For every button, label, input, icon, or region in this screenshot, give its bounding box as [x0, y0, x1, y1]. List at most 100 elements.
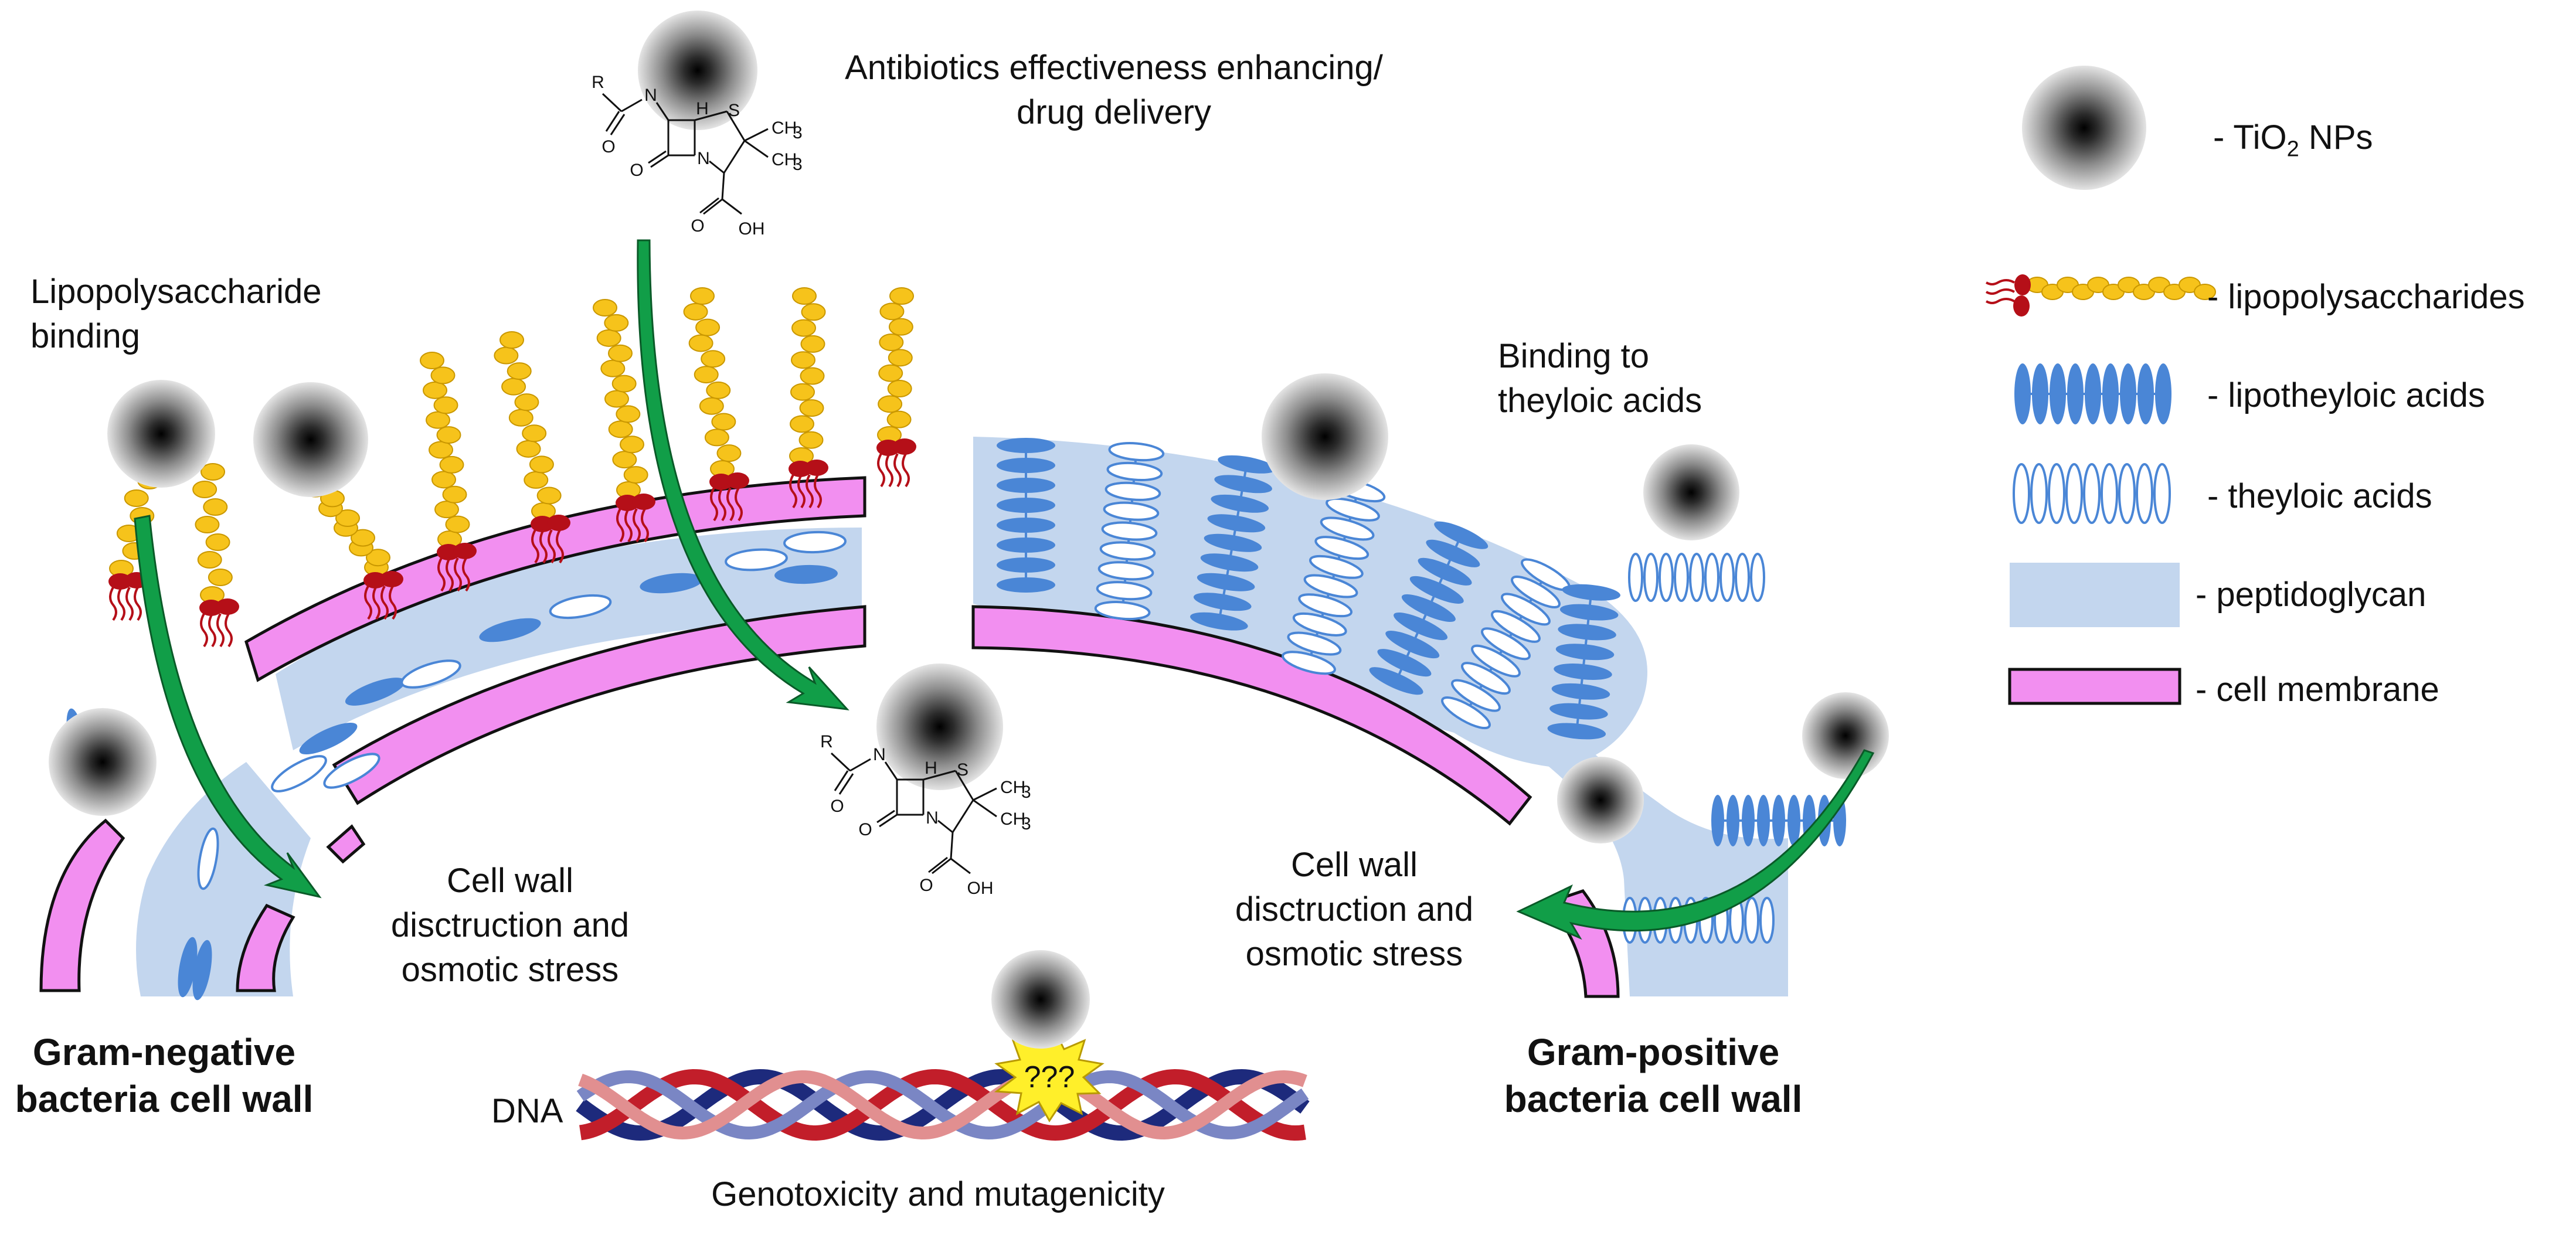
bond [744, 128, 769, 142]
lps-sugar-bead [351, 529, 375, 547]
lps-sugar-bead [791, 351, 815, 369]
atom-s: S [728, 101, 740, 120]
action-arrows [134, 239, 1875, 940]
lps-lipid-tail [437, 557, 446, 592]
label-cellwall-left-line1: Cell wall [447, 862, 573, 900]
lipoteichoic-bead [1558, 624, 1616, 641]
lipoteichoic-bead [2067, 363, 2084, 424]
lipoteichoic-bead [1385, 631, 1440, 659]
lps-lipid-tail [641, 508, 649, 543]
gram-positive-teichoic-chain [997, 438, 1055, 593]
teichoic-bead [1461, 662, 1511, 695]
lipoteichoic-bead [1559, 604, 1619, 621]
bond [694, 110, 728, 121]
lps-sugar-bead [429, 441, 453, 459]
periplasm-lipoteichoic [345, 678, 406, 706]
lps-sugar-bead [197, 551, 222, 569]
lps-lipid-tail [797, 474, 806, 509]
bond [655, 102, 670, 121]
lps-sugar-bead [798, 431, 824, 449]
bond [838, 773, 854, 795]
gram-positive-teichoic-chain [1282, 478, 1386, 675]
lipoteichoic-bead [1551, 683, 1610, 700]
atom-s: S [957, 760, 968, 780]
periplasm-teichoic [271, 755, 327, 792]
lps-sugar-bead [878, 395, 903, 413]
damage-star-icon [994, 1030, 1105, 1122]
label-gram-positive-line2: bacteria cell wall [1504, 1078, 1803, 1120]
teichoic-bead [1108, 442, 1165, 462]
lps-lipid-tail [726, 487, 735, 522]
lipoteichoic-bead [1549, 703, 1608, 720]
periplasm-lipoteichoic [299, 722, 358, 755]
lps-sugar-bead [366, 549, 390, 567]
teichoic-bead [1282, 651, 1336, 675]
lps-sugar-bead [889, 287, 914, 305]
lipoteichoic-bead [1711, 795, 1724, 846]
lipopolysaccharide [192, 463, 239, 648]
teichoic-bead [1314, 536, 1369, 560]
lps-sugar-bead [494, 346, 519, 365]
periplasm-teichoic [323, 753, 380, 789]
legend-membrane-icon [2008, 668, 2181, 705]
dna-strand [576, 1070, 1309, 1140]
tio2-nanoparticle-icon [1262, 373, 1388, 500]
teichoic-bead [1491, 610, 1541, 643]
lipoteichoic-bead [1394, 612, 1448, 641]
lipoteichoic-bead [1554, 664, 1612, 680]
tio2-nanoparticle-icon [2022, 66, 2146, 190]
gram-negative-lps-layer [108, 287, 916, 648]
label-cellwall-right-line3: osmotic stress [1245, 935, 1463, 973]
lps-lipid-tail [885, 453, 893, 488]
lps-lipid-head [632, 494, 655, 510]
lipoteichoic-bead [997, 557, 1055, 573]
teichoic-bead [1744, 897, 1759, 944]
bond [879, 814, 898, 828]
lps-sugar-bead [799, 399, 824, 417]
lipoteichoic-bead [997, 438, 1055, 453]
lipoteichoic-bead [997, 577, 1055, 593]
atom-ch3: CH [1000, 809, 1025, 829]
gram-positive-teichoic-layer [997, 438, 1846, 944]
lipoteichoic-bead [2137, 363, 2154, 424]
lipoteichoic-bead [1211, 494, 1269, 513]
teichoic-bead [1759, 897, 1775, 944]
lps-sugar-bead [792, 287, 817, 305]
atom-ch3: CH [1000, 778, 1025, 797]
bond [923, 770, 956, 781]
lps-sugar-bead [514, 393, 539, 411]
debris-lipoteichoic [192, 940, 212, 1001]
gram-positive-teichoic-chain [1441, 558, 1571, 730]
legend-teichoic-icon [2013, 463, 2171, 524]
lps-lipid-tail [1985, 298, 2015, 304]
lps-sugar-bead [593, 299, 617, 317]
lps-lipid-tail [1985, 288, 2015, 295]
lps-lipid-head [380, 571, 403, 587]
lipoteichoic-bead [2102, 363, 2119, 424]
lps-lipid-tail [380, 586, 389, 620]
lps-sugar-bead [445, 515, 470, 533]
atom-o: O [830, 797, 844, 816]
lipoteichoic-bead [1200, 553, 1259, 572]
lps-sugar-bead [800, 335, 825, 353]
label-gram-negative: Gram-negative bacteria cell wall [0, 1029, 328, 1122]
gram-positive-teichoic-chain [1094, 442, 1165, 621]
lps-sugar-bead [208, 569, 233, 586]
label-cellwall-left-line3: osmotic stress [401, 951, 619, 989]
lps-sugar-bead [508, 409, 533, 427]
bond [937, 819, 953, 833]
bond [973, 787, 997, 801]
bond [884, 761, 898, 780]
lps-sugar-bead [616, 405, 641, 423]
arrow-left-body [134, 515, 322, 899]
lipoteichoic-bead [997, 478, 1055, 493]
lps-lipid-tail [216, 613, 225, 648]
lps-sugar-bead [200, 463, 225, 481]
lps-sugar-bead [507, 362, 532, 380]
label-gram-negative-line1: Gram-negative [32, 1031, 296, 1073]
atom-h: H [696, 99, 709, 118]
bond [834, 770, 849, 791]
lps-sugar-bead [203, 498, 228, 516]
arrow-center-body [637, 239, 849, 710]
teichoic-bead [2153, 463, 2171, 524]
